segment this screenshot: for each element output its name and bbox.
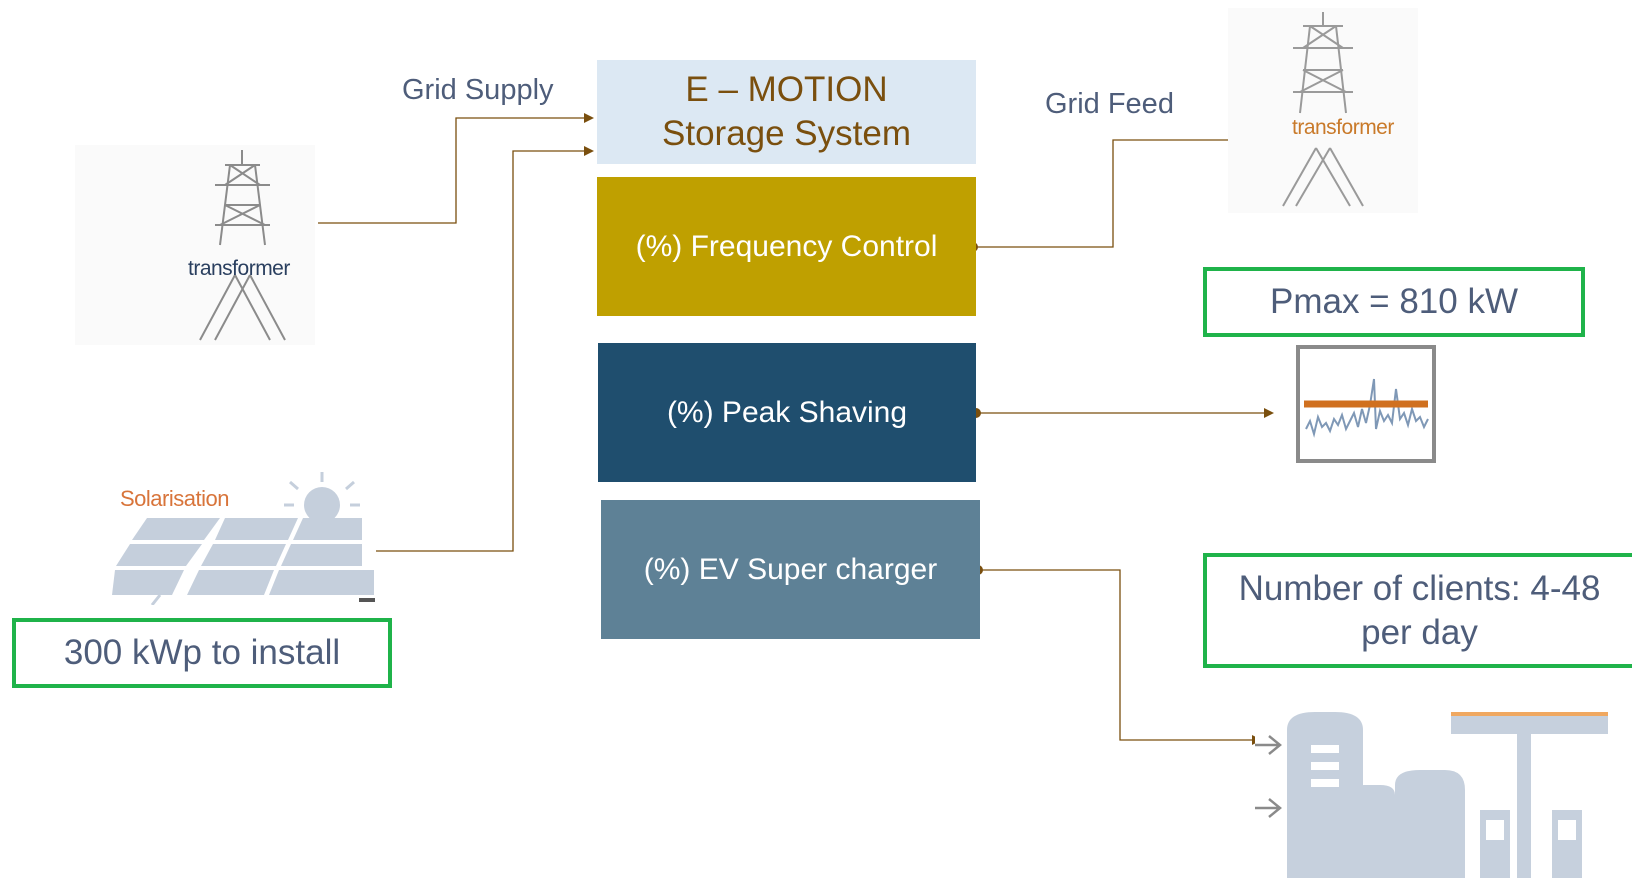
ev-line xyxy=(978,569,1262,745)
fuel-station-icon xyxy=(1255,700,1632,878)
frequency-control-block: (%) Frequency Control xyxy=(597,177,976,316)
grid-feed-line xyxy=(973,139,1228,248)
peak-shaving-block: (%) Peak Shaving xyxy=(598,343,976,482)
solar-supply-line xyxy=(376,146,594,552)
solar-panel-icon: Solarisation xyxy=(112,470,382,606)
transformer-right-label: transformer xyxy=(1292,116,1394,139)
ev-supercharger-label: (%) EV Super charger xyxy=(643,552,938,586)
clients-callout: Number of clients: 4-48 per day xyxy=(1203,553,1632,668)
transmission-tower-icon: transformer xyxy=(1228,8,1418,213)
storage-title-line1: E – MOTION xyxy=(685,70,888,110)
peak-shaving-label: (%) Peak Shaving xyxy=(666,395,908,429)
transformer-left-label: transformer xyxy=(188,257,290,280)
load-profile-chart-icon xyxy=(1296,345,1436,463)
storage-title-line2: Storage System xyxy=(662,114,911,153)
solarisation-label: Solarisation xyxy=(120,486,229,511)
storage-system-header: E – MOTION Storage System xyxy=(597,60,976,164)
solar-install-text: 300 kWp to install xyxy=(63,633,341,673)
ev-supercharger-block: (%) EV Super charger xyxy=(601,500,980,639)
grid-feed-label: Grid Feed xyxy=(1045,88,1174,120)
solar-install-callout: 300 kWp to install xyxy=(12,618,392,688)
pmax-callout: Pmax = 810 kW xyxy=(1203,267,1585,337)
transmission-tower-icon: transformer xyxy=(75,145,315,345)
grid-supply-label: Grid Supply xyxy=(402,74,554,106)
frequency-control-label: (%) Frequency Control xyxy=(635,229,938,263)
grid-supply-line xyxy=(318,113,594,224)
clients-text-line1: Number of clients: 4-48 xyxy=(1238,568,1601,608)
clients-text-line2: per day xyxy=(1361,612,1478,652)
pmax-text: Pmax = 810 kW xyxy=(1269,282,1518,322)
